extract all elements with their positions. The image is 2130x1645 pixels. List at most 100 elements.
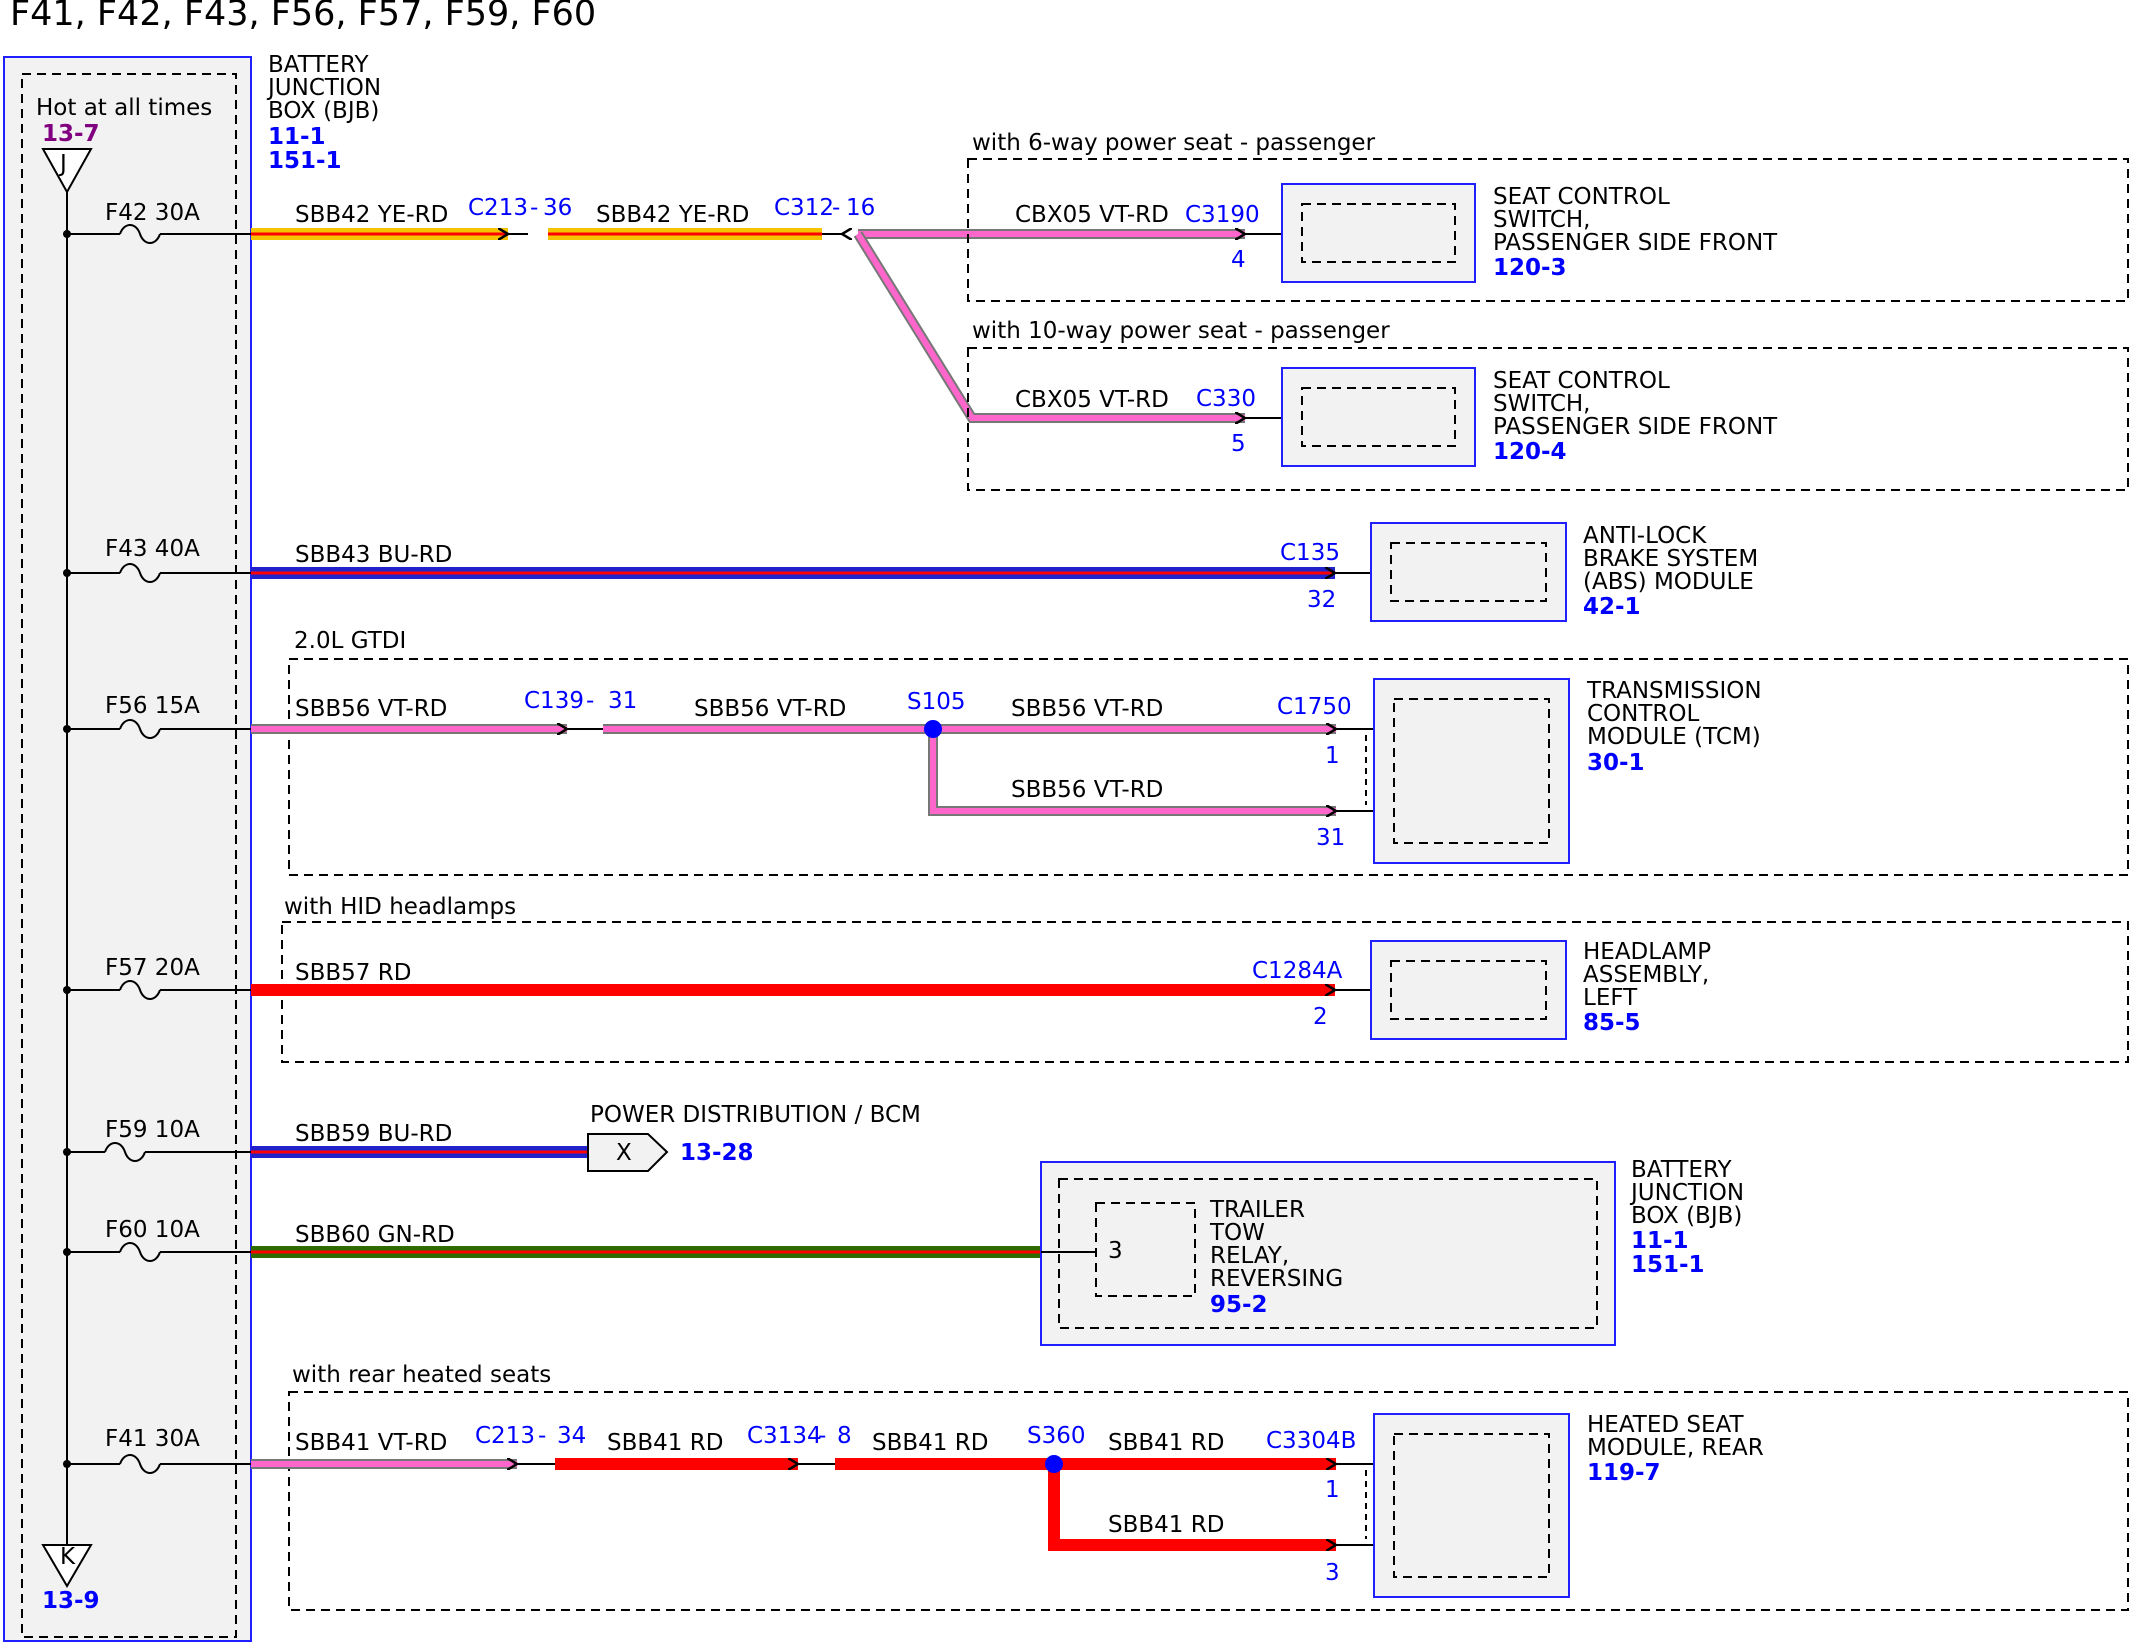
fuse-f56: F56 15A xyxy=(63,693,251,739)
trailer-relay-name-4: REVERSING xyxy=(1210,1266,1343,1292)
bjb-inner-dash xyxy=(21,73,237,1638)
c330-pin: 5 xyxy=(1231,431,1246,457)
c1284a-label: C1284A xyxy=(1252,958,1343,984)
c1750-pin-1: 1 xyxy=(1325,743,1340,769)
bjb-ref-2: 151-1 xyxy=(268,148,342,174)
abs-module-name-2: BRAKE SYSTEM xyxy=(1583,546,1758,572)
c1750-pin-31: 31 xyxy=(1316,825,1345,851)
bjb-relay-box xyxy=(1040,1161,1616,1346)
bjb-title-2: JUNCTION xyxy=(266,75,381,101)
headlamp-name-3: LEFT xyxy=(1583,985,1638,1011)
circuit-f59: SBB59 BU-RD X POWER DISTRIBUTION / BCM 1… xyxy=(251,1102,921,1172)
option-rear-heated-label: with rear heated seats xyxy=(292,1362,551,1388)
connector-k-icon xyxy=(41,1544,93,1588)
bjb2-ref-1: 11-1 xyxy=(1631,1228,1689,1254)
bjb-ref-1: 11-1 xyxy=(268,124,326,150)
wire-sbb41-label-3: SBB41 RD xyxy=(872,1430,988,1456)
bjb-title-3: BOX (BJB) xyxy=(268,98,379,124)
wire-sbb42-label-1: SBB42 YE-RD xyxy=(295,202,448,228)
wire-sbb41-label-4: SBB41 RD xyxy=(1108,1430,1224,1456)
circuit-f41: with rear heated seats SBB41 VT-RD C213 … xyxy=(251,1362,2129,1611)
trailer-relay-name-3: RELAY, xyxy=(1210,1243,1289,1269)
c139-dash: - xyxy=(586,688,594,714)
option-hid-label: with HID headlamps xyxy=(284,894,516,920)
seat-switch-6way-name-1: SEAT CONTROL xyxy=(1493,184,1670,210)
seat-switch-10way-box xyxy=(1281,367,1476,467)
c3134-dash: - xyxy=(818,1423,826,1449)
circuit-f56: 2.0L GTDI SBB56 VT-RD C139 - 31 SBB56 VT… xyxy=(251,628,2129,876)
connector-j-icon xyxy=(41,148,93,195)
seat-switch-10way-ref: 120-4 xyxy=(1493,439,1567,465)
headlamp-inner xyxy=(1390,960,1547,1020)
headlamp-name-2: ASSEMBLY, xyxy=(1583,962,1709,988)
c3134-label: C3134 xyxy=(747,1423,822,1449)
bjb2-title-1: BATTERY xyxy=(1631,1157,1732,1183)
c135-pin: 32 xyxy=(1307,587,1336,613)
wire-sbb56-label-4: SBB56 VT-RD xyxy=(1011,777,1163,803)
abs-module-box xyxy=(1370,522,1567,622)
power-distribution-ref: 13-28 xyxy=(680,1140,754,1166)
bjb-title: BATTERY JUNCTION BOX (BJB) 11-1 151-1 xyxy=(266,52,381,174)
option-6way-label: with 6-way power seat - passenger xyxy=(972,130,1376,156)
hot-at-all-times: Hot at all times xyxy=(36,95,212,121)
trailer-relay-name-1: TRAILER xyxy=(1209,1197,1305,1223)
heated-seat-module-inner xyxy=(1393,1433,1550,1578)
wire-sbb56-label-2: SBB56 VT-RD xyxy=(694,696,846,722)
circuit-f57: with HID headlamps SBB57 RD C1284A 2 HEA… xyxy=(251,894,2129,1063)
c213b-dash: - xyxy=(538,1423,546,1449)
connector-x-icon xyxy=(587,1133,669,1172)
headlamp-name-1: HEADLAMP xyxy=(1583,939,1711,965)
fuse-f42: F42 30A xyxy=(63,200,251,244)
wire-cbx05-10way xyxy=(853,231,1245,423)
heated-seat-name-1: HEATED SEAT xyxy=(1587,1412,1744,1438)
abs-module-name-1: ANTI-LOCK xyxy=(1583,523,1707,549)
bjb-box xyxy=(3,56,252,1642)
option-gtdi-frame xyxy=(288,658,2129,876)
c139-label: C139 xyxy=(524,688,584,714)
c213-dash: - xyxy=(530,195,538,221)
connector-k-label: K xyxy=(60,1544,76,1570)
seat-switch-6way-box xyxy=(1281,183,1476,283)
fuse-f43-label: F43 40A xyxy=(105,536,200,562)
fuse-f60-label: F60 10A xyxy=(105,1217,200,1243)
fuse-f60: F60 10A xyxy=(63,1217,251,1262)
c1284a-pin: 2 xyxy=(1313,1004,1328,1030)
c135-label: C135 xyxy=(1280,540,1340,566)
wire-sbb41-branch xyxy=(1048,1464,1336,1551)
c330-label: C330 xyxy=(1196,386,1256,412)
option-10way-frame xyxy=(967,347,2129,491)
c213-pin: 36 xyxy=(543,195,572,221)
fuse-f59: F59 10A xyxy=(63,1117,251,1162)
wire-sbb60-label: SBB60 GN-RD xyxy=(295,1222,455,1248)
wire-cbx05-label-2: CBX05 VT-RD xyxy=(1015,387,1169,413)
c3304b-pin-3: 3 xyxy=(1325,1560,1340,1586)
c3134-pin: 8 xyxy=(837,1423,852,1449)
power-distribution-label: POWER DISTRIBUTION / BCM xyxy=(590,1102,921,1128)
seat-switch-10way-name-1: SEAT CONTROL xyxy=(1493,368,1670,394)
splice-s360-label: S360 xyxy=(1027,1423,1086,1449)
wire-cbx05-label-1: CBX05 VT-RD xyxy=(1015,202,1169,228)
tcm-name-1: TRANSMISSION xyxy=(1586,678,1762,704)
connector-x-label: X xyxy=(616,1140,632,1166)
bjb2-ref-2: 151-1 xyxy=(1631,1252,1705,1278)
fuse-f57-label: F57 20A xyxy=(105,955,200,981)
wire-sbb57-label: SBB57 RD xyxy=(295,960,411,986)
heated-seat-name-2: MODULE, REAR xyxy=(1587,1435,1764,1461)
seat-switch-10way-name-2: SWITCH, xyxy=(1493,391,1591,417)
c3190-label: C3190 xyxy=(1185,202,1260,228)
tcm-name-2: CONTROL xyxy=(1587,701,1700,727)
fuse-f57: F57 20A xyxy=(63,955,251,1000)
circuit-f42: SBB42 YE-RD C213 - 36 SBB42 YE-RD C312 -… xyxy=(251,130,2129,491)
c312-label: C312 xyxy=(774,195,834,221)
option-gtdi-label: 2.0L GTDI xyxy=(294,628,406,654)
bjb-title-1: BATTERY xyxy=(268,52,369,78)
headlamp-ref: 85-5 xyxy=(1583,1010,1641,1036)
c1750-label: C1750 xyxy=(1277,694,1352,720)
c3304b-label: C3304B xyxy=(1266,1428,1356,1454)
wire-sbb56-label-3: SBB56 VT-RD xyxy=(1011,696,1163,722)
wire-sbb41-label-1: SBB41 VT-RD xyxy=(295,1430,447,1456)
fuse-f42-label: F42 30A xyxy=(105,200,200,226)
c312-pin: 16 xyxy=(846,195,875,221)
tcm-name-3: MODULE (TCM) xyxy=(1587,724,1761,750)
